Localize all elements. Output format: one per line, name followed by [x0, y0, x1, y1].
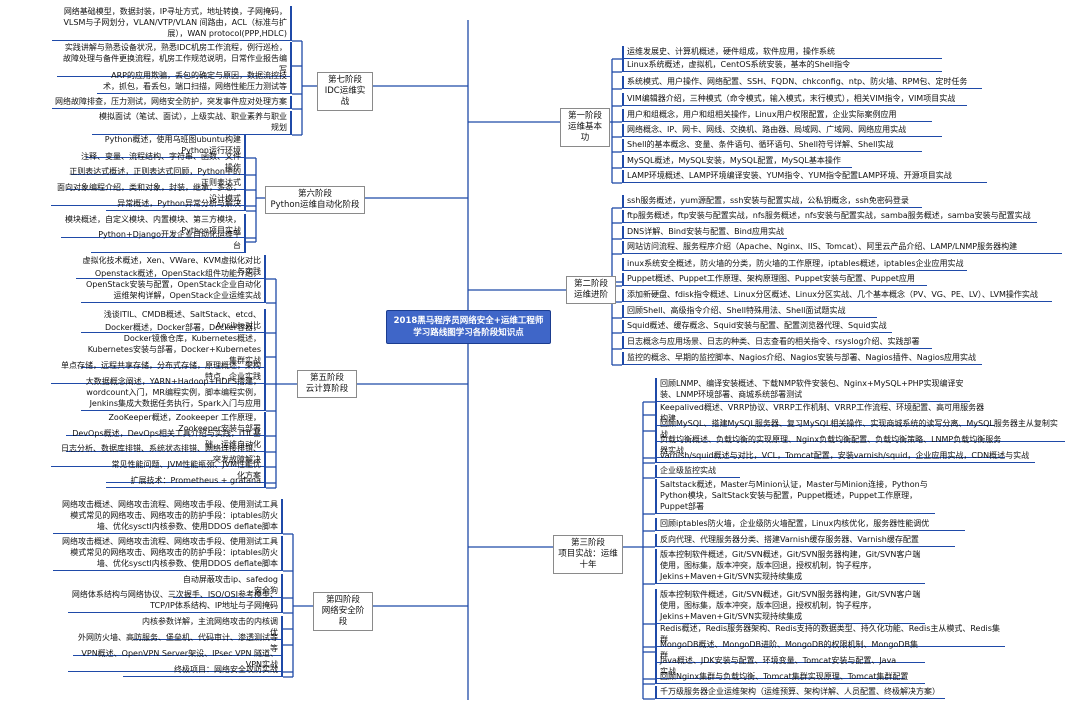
stage-s6-topic[interactable]: 异常概述，Python异常分析与解决	[106, 198, 246, 211]
central-topic-line1: 2018黑马程序员网络安全+运维工程师	[393, 316, 544, 326]
stage-s3-topic[interactable]: 回顾MySQL、搭建MySQL服务器、复习MySQL相关操作、实现商城系统的读写…	[655, 418, 1065, 442]
stage-s1-topic[interactable]: MySQL概述，MySQL安装，MySQL配置，MySQL基本操作	[622, 155, 852, 168]
stage-s4-label[interactable]: 第四阶段 网络安全阶段	[313, 592, 373, 631]
stage-s6-topic[interactable]: 注释、变量、流程结构、字符串、函数、文件操作	[71, 151, 246, 175]
stage-s4-topic[interactable]: 网络体系结构与网络协议、三次握手、ISO/OSI参考模型、TCP/IP体系结构、…	[68, 589, 283, 613]
stage-s5-topic[interactable]: 大数据概念阐述，YARN+Hadoop+HDFS搭建，wordcount入门，M…	[81, 376, 266, 411]
stage-s5-topic[interactable]: 虚拟化技术概述，Xen、VWare、KVM虚拟化对比与实践	[76, 255, 266, 279]
stage-s4-topic[interactable]: 网络攻击概述、网络攻击流程、网络攻击手段、使用测试工具模式常见的网络攻击、网络攻…	[53, 536, 283, 571]
stage-s2-topic[interactable]: 日志概念与应用场景、日志的种类、日志查看的相关指令、rsyslog介绍、实践部署	[622, 336, 932, 349]
stage-s4-topic[interactable]: 内核参数详解，主流网络攻击的内核调优	[133, 616, 283, 640]
stage-s1-topic[interactable]: VIM编辑器介绍，三种模式（命令模式，输入模式，末行模式），相关VIM指令，VI…	[622, 93, 967, 106]
stage-s2-label[interactable]: 第二阶段 运维进阶	[566, 276, 616, 304]
stage-s3-topic[interactable]: 回顾LNMP、编译安装概述、下载NMP软件安装包、Nginx+MySQL+PHP…	[655, 378, 970, 402]
stage-s5-topic[interactable]: 浅谈ITIL、CMDB概述、SaltStack、etcd、Ansible对比	[81, 309, 266, 333]
stage-s5-topic[interactable]: ZooKeeper概述，Zookeeper 工作原理，Zookeeper安装与部…	[66, 412, 266, 436]
stage-s1-topic[interactable]: 系统模式、用户操作、网络配置、SSH、FQDN、chkconfig、ntp、防火…	[622, 76, 982, 89]
stage-s2-topic[interactable]: 网站访问流程、服务程序介绍（Apache、Nginx、IIS、Tomcat）、阿…	[622, 241, 1062, 254]
stage-s6-topic[interactable]: 正则表达式概述，正则表达式回顾，Python中的正则表达式	[66, 166, 246, 190]
stage-s3-label[interactable]: 第三阶段 项目实战：运维十年	[553, 535, 623, 574]
stage-s5-label[interactable]: 第五阶段 云计算阶段	[297, 370, 357, 398]
stage-s3-topic[interactable]: Saltstack概述，Master与Minion认证，Master与Minio…	[655, 479, 935, 514]
stage-s6-topic[interactable]: 模块概述，自定义模块、内置模块、第三方模块，Python项目实战	[61, 214, 246, 238]
stage-s7-topic[interactable]: 实践讲解与熟悉设备状况，熟悉IDC机房工作流程，例行巡检，故障处理与备件更换流程…	[57, 42, 292, 77]
stage-s5-topic[interactable]: DevOps概述，DevOps相关工具介绍与实践，ITIL基础、运维自动化	[66, 428, 266, 452]
stage-s5-topic[interactable]: 单点存储，远程共享存储，分布式存储，原理概述，架构特点，企业实践	[51, 360, 266, 384]
stage-s2-topic[interactable]: ftp服务概述，ftp安装与配置实战，nfs服务概述，nfs安装与配置实战，sa…	[622, 210, 1037, 223]
stage-s2-topic[interactable]: ssh服务概述，yum源配置，ssh安装与配置实战，公私钥概念，ssh免密码登录	[622, 195, 922, 208]
stage-s3-topic[interactable]: Keepalived概述、VRRP协议、VRRP工作机制、VRRP工作流程、环境…	[655, 402, 995, 426]
stage-s7-topic[interactable]: ARP的应用欺骗，丢包的确定与原因，数据流控技术，抓包，看丢包，端口扫描，网络性…	[97, 70, 292, 94]
stage-s6-topic[interactable]: Python+Django开发企业自动化运维平台	[91, 229, 246, 253]
stage-s3-topic[interactable]: 回顾Nginx集群与负载均衡、Tomcat集群实现原理、Tomcat集群配置	[655, 671, 925, 684]
stage-s3-topic[interactable]: 版本控制软件概述，Git/SVN概述，Git/SVN服务器构建，Git/SVN客…	[655, 549, 925, 584]
stage-s5-topic[interactable]: 常见性能问题、JVM性能瓶颈、JVM性能优化方案	[106, 459, 266, 483]
stage-s4-topic[interactable]: VPN概述、OpenVPN Server架设、IPsec VPN 隧道、VPN实…	[68, 648, 283, 672]
stage-s1-topic[interactable]: LAMP环境概述、LAMP环境编译安装、YUM指令、YUM指令配置LAMP环境、…	[622, 170, 987, 183]
stage-s7-topic[interactable]: 模拟面试（笔试、面试），上级实战、职业素养与职业规划	[92, 111, 292, 135]
stage-s3-topic[interactable]: 千万级服务器企业运维架构（运维预算、架构详解、人员配置、终极解决方案）	[655, 686, 945, 699]
stage-s4-topic[interactable]: 网络攻击概述、网络攻击流程、网络攻击手段、使用测试工具模式常见的网络攻击、网络攻…	[53, 499, 283, 534]
stage-s3-topic[interactable]: MongoDB概述、MongoDB进阶、MongoDB的权限机制、MongoDB…	[655, 639, 925, 663]
stage-s5-topic[interactable]: Openstack概述，OpenStack组件功能介绍，OpenStack安装与…	[81, 268, 266, 303]
stage-s7-topic[interactable]: 网络故障排查，压力测试，网络安全防护，突发事件应对处理方案	[52, 96, 292, 109]
stage-s2-topic[interactable]: 回顾Shell、高级指令介绍、Shell特殊用法、Shell面试题实战	[622, 305, 877, 318]
stage-s3-topic[interactable]: 回顾iptables防火墙，企业级防火墙配置，Linux内核优化，服务器性能调优	[655, 518, 965, 531]
stage-s2-topic[interactable]: Squid概述、缓存概念、Squid安装与配置、配置浏览器代理、Squid实战	[622, 320, 892, 333]
stage-s5-topic[interactable]: 扩展技术：Prometheus + grafana	[106, 475, 266, 488]
stage-s2-topic[interactable]: Puppet概述、Puppet工作原理、架构原理图、Puppet安装与配置、Pu…	[622, 273, 927, 286]
stage-s1-topic[interactable]: 用户和组概念，用户和组相关操作，Linux用户权限配置，企业实际案例应用	[622, 109, 932, 122]
stage-s3-topic[interactable]: Java概述、JDK安装与配置、环境变量、Tomcat安装与配置、Java实战	[655, 655, 905, 679]
stage-s5-topic[interactable]: Docker概述，Docker部署，Docker容器，Docker镜像仓库，Ku…	[81, 322, 266, 368]
stage-s1-topic[interactable]: Linux系统概述，虚拟机，CentOS系统安装，基本的Shell指令	[622, 59, 942, 72]
stage-s5-topic[interactable]: 日志分析、数据库排错、系统状态排错、网络连接排错、突发故障解决	[51, 443, 266, 467]
stage-s3-topic[interactable]: 负载均衡概述、负载均衡的实现原理、Nginx负载均衡配置、负载均衡策略、LNMP…	[655, 434, 1005, 458]
stage-s3-topic[interactable]: 版本控制软件概述，Git/SVN概述，Git/SVN服务器构建，Git/SVN客…	[655, 589, 925, 624]
stage-s4-topic[interactable]: 终极项目：网络安全攻防实战	[123, 664, 283, 677]
stage-s6-topic[interactable]: Python概述，使用乌班图ubuntu构建Python运行环境	[86, 134, 246, 158]
stage-s2-topic[interactable]: 监控的概念、早期的监控脚本、Nagios介绍、Nagios安装与部署、Nagio…	[622, 352, 982, 365]
central-topic-line2: 学习路线图学习各阶段知识点	[413, 328, 524, 338]
stage-s2-topic[interactable]: inux系统安全概述，防火墙的分类，防火墙的工作原理，iptables概述，ip…	[622, 258, 967, 271]
central-topic[interactable]: 2018黑马程序员网络安全+运维工程师 学习路线图学习各阶段知识点	[386, 310, 551, 344]
stage-s6-topic[interactable]: 面向对象编程介绍，类和对象，封装，继承，多态，设计模式	[51, 182, 246, 206]
stage-s7-topic[interactable]: 网络基础模型，数据封装，IP寻址方式，地址转换，子网掩码，VLSM与子网划分，V…	[52, 6, 292, 41]
stage-s6-label[interactable]: 第六阶段 Python运维自动化阶段	[265, 186, 365, 214]
stage-s2-topic[interactable]: 添加新硬盘、fdisk指令概述、Linux分区概述、Linux分区实战、几个基本…	[622, 289, 1052, 302]
stage-s1-label[interactable]: 第一阶段 运维基本功	[560, 108, 610, 147]
stage-s1-topic[interactable]: Shell的基本概念、变量、条件语句、循环语句、Shell符号详解、Shell实…	[622, 139, 922, 152]
stage-s2-topic[interactable]: DNS详解、Bind安装与配置、Bind应用实战	[622, 226, 787, 239]
stage-s1-topic[interactable]: 运维发展史、计算机概述，硬件组成，软件应用，操作系统	[622, 46, 942, 59]
stage-s4-topic[interactable]: 自动屏蔽攻击ip、safedog安全狗	[173, 574, 283, 598]
stage-s7-label[interactable]: 第七阶段 IDC运维实战	[317, 72, 373, 111]
stage-s1-topic[interactable]: 网络概念、IP、网卡、网线、交换机、路由器、局域网、广域网、网络应用实战	[622, 124, 942, 137]
stage-s3-topic[interactable]: 反向代理、代理服务器分类、搭建Varnish缓存服务器、Varnish缓存配置	[655, 534, 955, 547]
stage-s3-topic[interactable]: 企业级监控实战	[655, 465, 740, 478]
stage-s4-topic[interactable]: 外网防火墙、高防服务、堡垒机、代码审计、渗透测试等等	[73, 632, 283, 656]
stage-s3-topic[interactable]: Redis概述，Redis服务器架构、Redis支持的数据类型、持久化功能、Re…	[655, 623, 1005, 647]
stage-s3-topic[interactable]: varnish/squid概述与对比，VCL，Tomcat配置，安装varnis…	[655, 450, 1035, 463]
